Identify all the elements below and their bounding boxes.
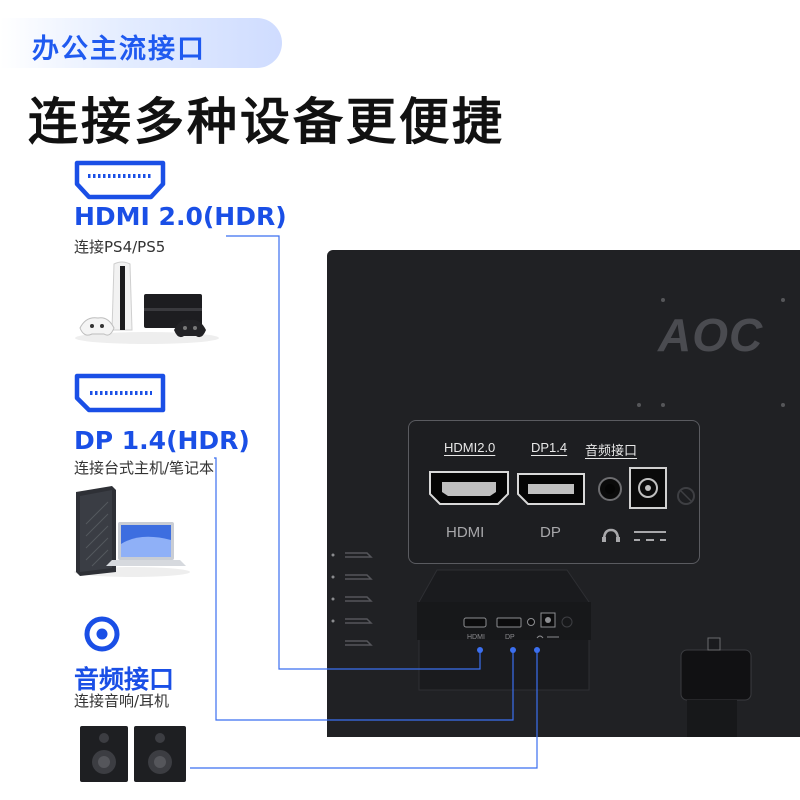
dp-connector-dot <box>510 647 516 653</box>
category-tag-background <box>0 18 282 68</box>
hdmi-title: HDMI 2.0(HDR) <box>74 202 287 231</box>
hdmi-icon <box>74 160 166 200</box>
game-console-image <box>75 261 219 344</box>
small-dp-label: DP <box>505 634 515 641</box>
panel-label-dp: DP1.4 <box>531 440 568 455</box>
panel-bottom-dp: DP <box>540 524 561 541</box>
dp-subtitle: 连接台式主机/笔记本 <box>74 459 215 477</box>
dp-title: DP 1.4(HDR) <box>74 426 250 455</box>
speakers-image <box>80 726 186 782</box>
panel-label-hdmi: HDMI2.0 <box>444 440 496 455</box>
page-headline: 连接多种设备更便捷 <box>28 93 505 151</box>
audio-subtitle: 连接音响/耳机 <box>74 692 170 710</box>
brand-logo: AOC <box>658 309 764 361</box>
dp-connector-line <box>214 457 514 721</box>
category-tag: 办公主流接口 <box>32 34 206 65</box>
audio-jack-icon <box>84 616 120 652</box>
hdmi-connector-line <box>226 235 481 670</box>
hdmi-subtitle: 连接PS4/PS5 <box>74 238 166 256</box>
panel-bottom-hdmi: HDMI <box>446 524 485 541</box>
audio-title: 音频接口 <box>74 665 175 694</box>
displayport-icon <box>74 373 166 413</box>
small-hdmi-label: HDMI <box>467 634 485 641</box>
audio-connector-line <box>190 650 538 769</box>
audio-connector-dot <box>534 647 540 653</box>
panel-label-audio: 音频接口 <box>585 443 638 458</box>
monitor-details <box>331 298 785 737</box>
panel-port-graphics <box>429 467 695 542</box>
desktop-laptop-image <box>74 486 190 577</box>
hdmi-connector-dot <box>477 647 483 653</box>
